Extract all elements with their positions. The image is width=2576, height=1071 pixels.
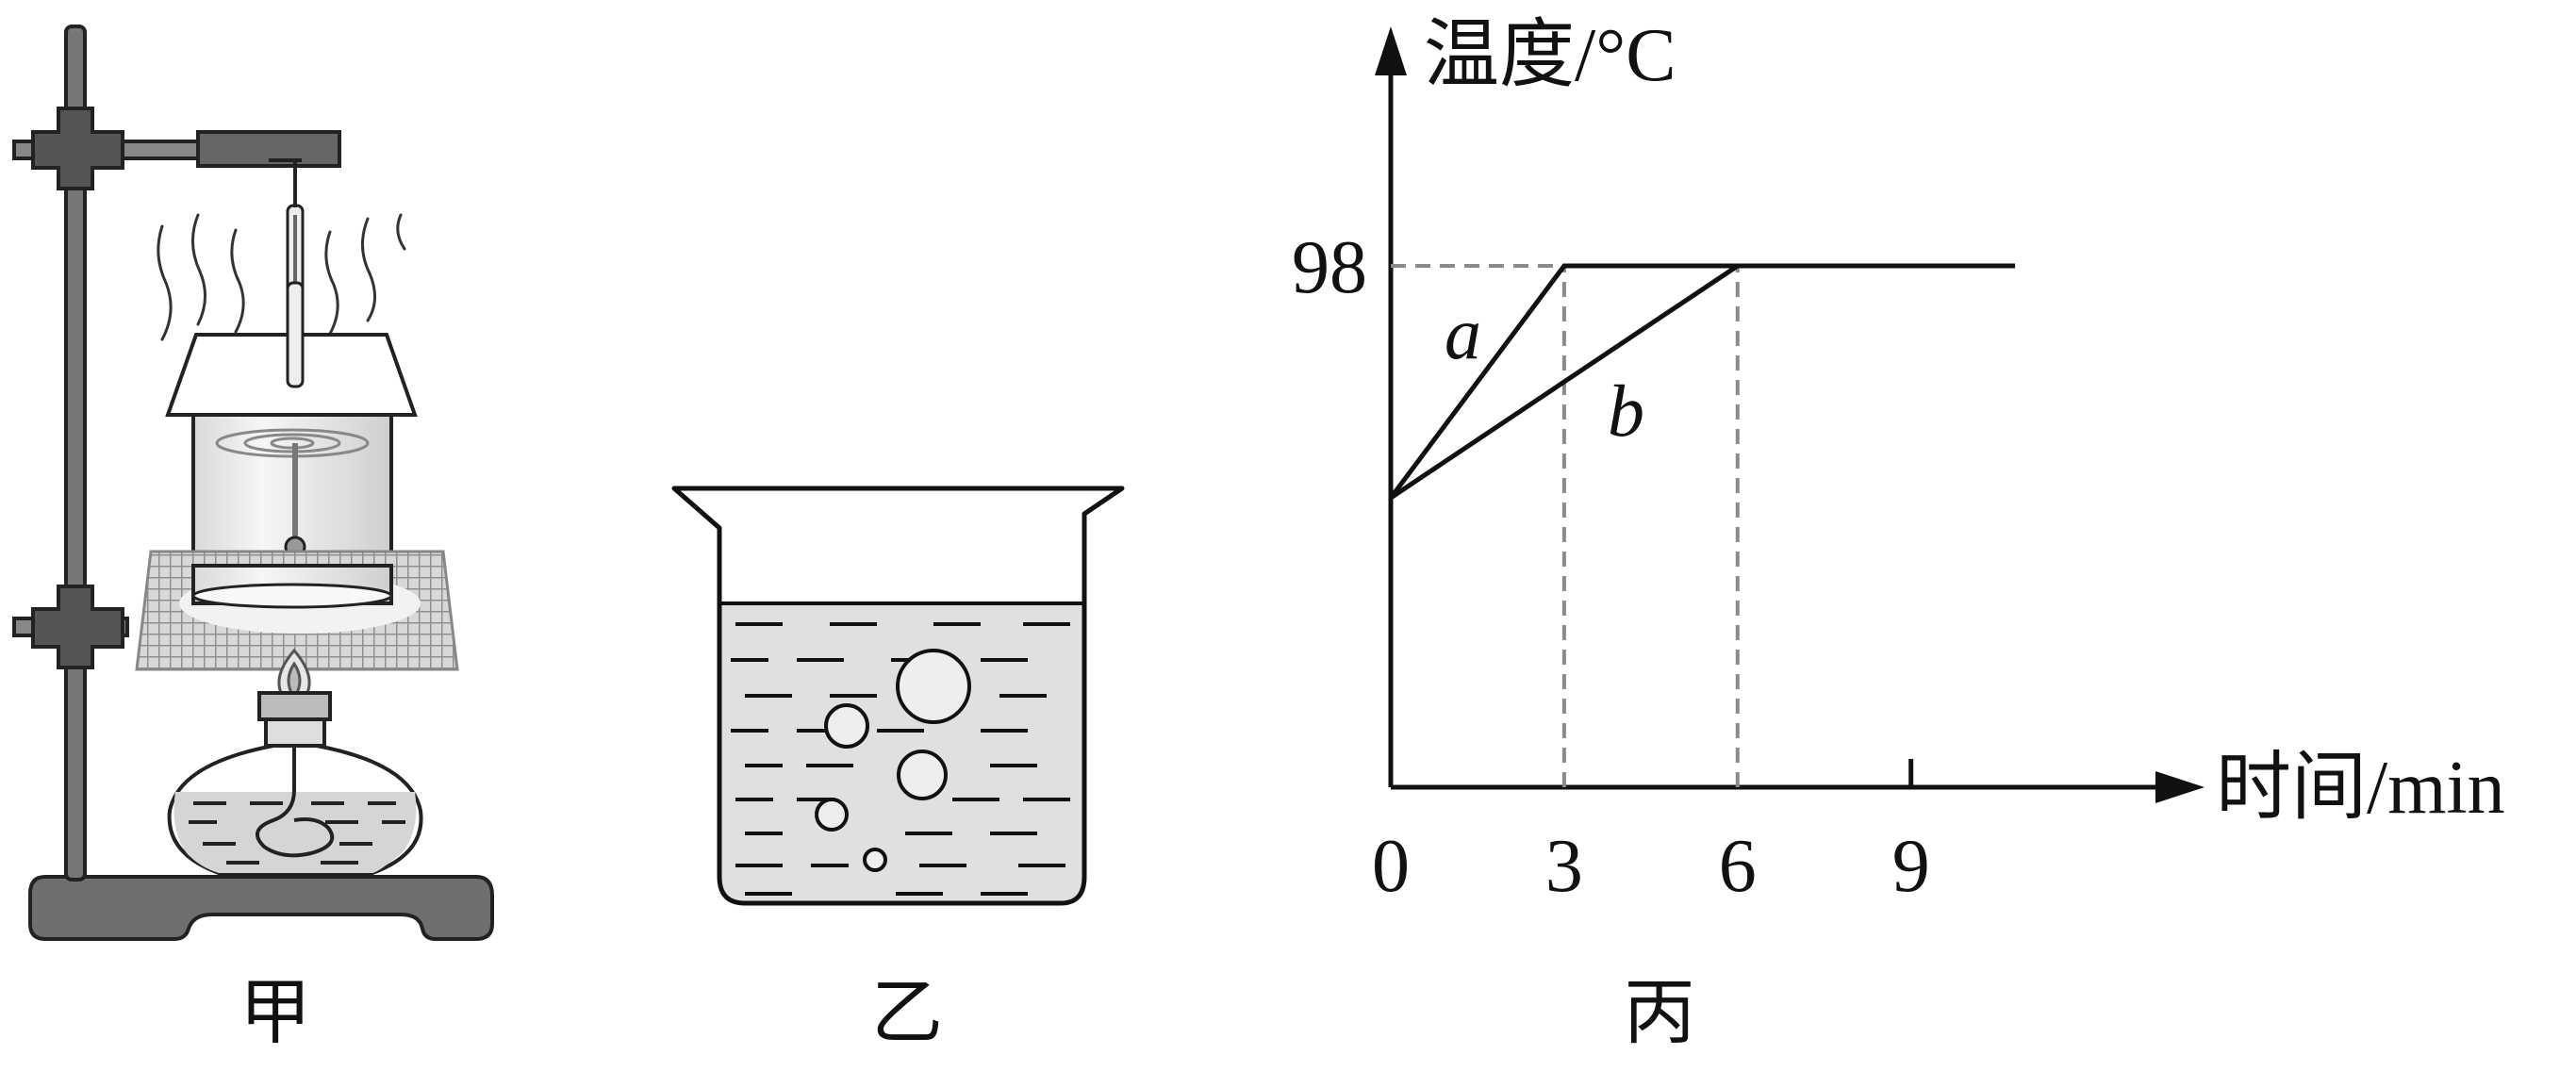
y-axis-arrow	[1375, 26, 1407, 75]
x-tick-label-9: 9	[1892, 825, 1930, 908]
bosshead-lower	[31, 585, 124, 669]
series-line-b	[1389, 263, 2016, 501]
x-axis-label: 时间/min	[2216, 747, 2505, 830]
steam	[157, 213, 406, 341]
panel-yi-beaker	[671, 486, 1125, 906]
bosshead-upper	[31, 107, 124, 190]
panel-jia-apparatus	[12, 25, 494, 941]
temperature-time-chart: 温度/°C 时间/min 98 0 3 6 9 a b	[1292, 14, 2505, 908]
series-label-a: a	[1445, 292, 1481, 374]
caption-bing: 丙	[1624, 970, 1695, 1054]
caption-yi: 乙	[871, 970, 943, 1054]
y-axis-label: 温度/°C	[1424, 14, 1676, 97]
series-line-a	[1388, 263, 2016, 500]
series-label-b: b	[1608, 370, 1644, 452]
bubbles	[815, 649, 971, 872]
series-lines	[1388, 263, 2016, 501]
y-tick-98: 98	[1292, 226, 1367, 309]
x-axis-arrow	[2155, 771, 2204, 803]
beaker-outline	[671, 486, 1125, 906]
x-tick-label-6: 6	[1719, 825, 1757, 908]
beaker-water	[719, 603, 1084, 903]
caption-jia: 甲	[239, 970, 311, 1054]
x-tick-label-0: 0	[1372, 825, 1410, 908]
guide-lines	[1391, 264, 1740, 787]
x-ticks: 0 3 6 9	[1372, 759, 1930, 908]
stand-base	[28, 875, 494, 941]
alcohol-lamp	[167, 691, 423, 875]
x-tick-label-3: 3	[1545, 825, 1583, 908]
